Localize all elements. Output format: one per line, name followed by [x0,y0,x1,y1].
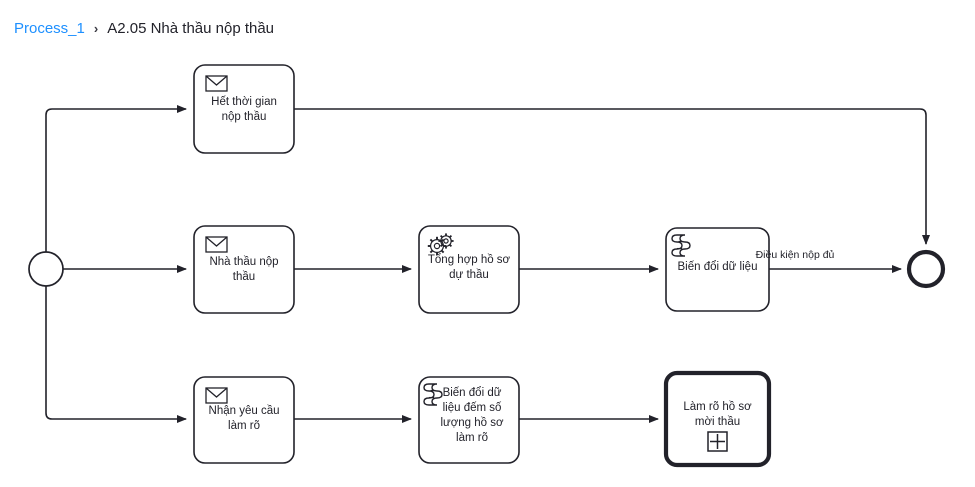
start-event[interactable] [28,251,64,287]
task-tong-hop-ho-so-du-thau[interactable] [418,225,520,314]
flow-start-to-nhan-yeu-cau-lam-ro[interactable] [45,286,187,423]
end-event[interactable] [906,249,946,289]
script-icon [671,234,691,257]
flow-start-to-het-thoi-gian[interactable] [45,105,187,252]
script-icon [423,383,443,406]
breadcrumb-current-label: A2.05 Nhà thầu nộp thầu [107,20,275,37]
breadcrumb-separator-icon: › [93,21,99,36]
task-bien-doi-du-lieu-dem-so-luong[interactable] [418,376,520,464]
task-bien-doi-du-lieu[interactable] [665,227,770,312]
flow-label-dieu-kien-nop-du: Điều kiện nộp đủ [755,249,835,261]
flow-het-thoi-gian-to-end-event[interactable] [294,108,930,245]
call-activity-lam-ro-ho-so-moi-thau[interactable] [663,370,772,468]
message-icon [205,75,228,92]
message-icon [205,387,228,404]
breadcrumb: Process_1 › A2.05 Nhà thầu nộp thầu [14,20,274,37]
message-icon [205,236,228,253]
breadcrumb-root-link[interactable]: Process_1 [14,20,85,37]
gear-icon [427,233,454,256]
collapsed-subprocess-icon [707,431,728,452]
